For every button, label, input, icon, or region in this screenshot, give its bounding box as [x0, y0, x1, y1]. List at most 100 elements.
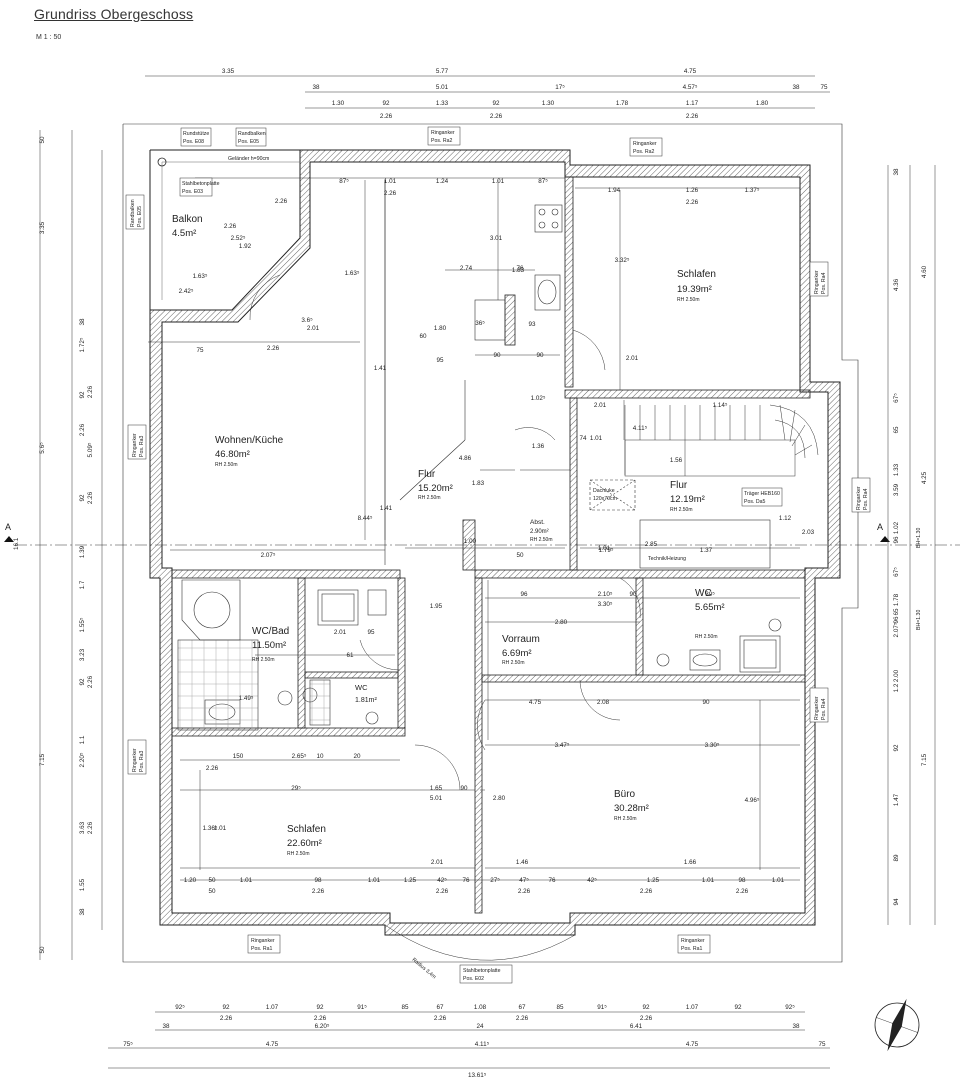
tag-stahlbeton-1: Stahlbetonplatte: [182, 181, 220, 187]
dimension-label: 2.26: [220, 1015, 233, 1022]
dimension-label: 1.66: [684, 859, 697, 866]
dimension-col-right-outer: 4.604.257.15: [921, 265, 928, 766]
room-area-flur2: 12.19m²: [670, 494, 705, 505]
dimension-label: 61: [346, 652, 354, 659]
dimension-label: 2.26: [490, 113, 503, 120]
dimension-label: 3.30⁵: [705, 742, 720, 749]
section-axis: [4, 536, 960, 546]
dimension-label: 2.07⁵: [893, 622, 900, 637]
dimension-label: 90: [460, 785, 468, 792]
dimension-label: 67: [436, 1004, 444, 1011]
section-label-left: A: [5, 522, 11, 532]
dimension-label: 4.11⁵: [475, 1041, 490, 1048]
dimension-label: 2.20⁵: [79, 752, 86, 767]
room-name-wcbad: WC/Bad: [252, 626, 289, 637]
dimension-label: 1.02⁵: [531, 395, 546, 402]
room-rh-flur1: RH 2.50m: [418, 495, 441, 501]
dimension-label: 1.55⁵: [79, 617, 86, 632]
dimension-label: 50: [208, 888, 216, 895]
dimension-label: 1.00: [464, 538, 477, 545]
tag-boxes: [125, 126, 871, 984]
dimension-label: 91⁵: [357, 1004, 367, 1011]
dimension-label: 24: [476, 1023, 484, 1030]
tag-randbalken-left-1: Randbalken: [130, 199, 136, 227]
room-name-buero: Büro: [614, 789, 636, 800]
dimension-label: 2.26: [384, 190, 397, 197]
dimension-label: 87⁵: [339, 178, 349, 185]
dimension-label: 2.26: [206, 765, 219, 772]
dimension-label: 2.26: [314, 1015, 327, 1022]
dimension-label: 90: [702, 699, 710, 706]
dimension-label: 150: [233, 753, 244, 760]
tag-technik: Technik/Heizung: [648, 556, 686, 562]
dimension-label: 1.14⁵: [713, 402, 728, 409]
dimension-label: 76: [548, 877, 556, 884]
room-rh-schlafen1: RH 2.50m: [677, 297, 700, 303]
dimension-label: 1.95: [430, 603, 443, 610]
dimension-label: 5.6⁵: [39, 442, 46, 454]
dimension-label: 1.36: [532, 443, 545, 450]
dimension-label: 96: [893, 536, 900, 544]
dimension-label: 1.26: [686, 187, 699, 194]
dimension-label: 60: [419, 333, 427, 340]
tag-traeger-1: Träger HEB160: [744, 491, 780, 497]
room-rh-schlafen2: RH 2.50m: [287, 851, 310, 857]
dimension-label: 42⁵: [437, 877, 447, 884]
dimension-label: 2.03: [802, 529, 815, 536]
tag-ringanker-far-right-1: Ringanker: [856, 486, 862, 510]
dimension-label: 1.24: [436, 178, 449, 185]
dimension-label: 2.26: [436, 888, 449, 895]
dimension-label: 2.26: [87, 491, 94, 504]
dimension-label: 92: [492, 100, 500, 107]
dimension-label: 2.01: [307, 325, 320, 332]
dimension-label: 4.75: [529, 699, 542, 706]
dimension-label: 3.6⁵: [301, 317, 313, 324]
dimension-label: 7.15: [39, 753, 46, 766]
dimension-col-right-inner: 384.3667⁵651.333.591.029667⁵1.7865962.07…: [893, 168, 900, 906]
dimension-label: 75: [818, 1041, 826, 1048]
dimension-label: 1.80: [756, 100, 769, 107]
dimension-label: 4.75: [684, 68, 697, 75]
dimension-label: 90: [629, 591, 637, 598]
dimension-label: 67⁵: [893, 393, 900, 403]
room-rh-wcbad: RH 2.50m: [252, 657, 275, 663]
room-rh-wohnen: RH 2.50m: [215, 462, 238, 468]
dimension-label: 1.01: [384, 178, 397, 185]
section-label-right: A: [877, 522, 883, 532]
room-rh-vorraum: RH 2.50m: [502, 660, 525, 666]
tag-stahlbeton-bottom-1: Stahlbetonplatte: [463, 968, 501, 974]
dimension-label: 1.79⁵: [599, 547, 614, 554]
dimension-label: 4.11⁵: [633, 425, 648, 432]
dimension-label: 1.7: [79, 580, 86, 589]
dimension-label: 2.26: [87, 821, 94, 834]
dimension-label: 1.01: [598, 545, 611, 552]
dimension-label: 1.01: [214, 825, 227, 832]
exterior-wall: [149, 149, 841, 936]
dimension-label: 92: [79, 391, 86, 399]
dimension-label: 94: [893, 898, 900, 906]
tag-randbalken-2: Pos. E05: [238, 139, 259, 145]
tag-ringanker-tr-1: Ringanker: [633, 141, 657, 147]
dimension-label: 6.41: [630, 1023, 643, 1030]
tag-ringanker-bl-1: Ringanker: [251, 938, 275, 944]
north-arrow-icon: [874, 998, 920, 1052]
tag-ringanker-tr-2: Pos. Ra2: [633, 149, 654, 155]
dimension-label: 4.86: [459, 455, 472, 462]
tag-ringanker-br-1: Ringanker: [681, 938, 705, 944]
tag-ringanker-far-right-2: Pos. Ra4: [863, 489, 869, 510]
dimension-label: 1.72⁵: [79, 337, 86, 352]
dimension-label: 3.30⁵: [598, 601, 613, 608]
dimension-label: 2.80: [555, 619, 568, 626]
tag-randbalken-1: Randbalken: [238, 131, 266, 137]
dimension-label: 92⁵: [175, 1004, 185, 1011]
balkon-outline: [149, 149, 300, 310]
room-name-wc1: WC: [355, 683, 368, 692]
dimension-label: 85: [401, 1004, 409, 1011]
dimension-label: 1.49⁵: [239, 695, 254, 702]
room-area-vorraum: 6.69m²: [502, 648, 532, 659]
